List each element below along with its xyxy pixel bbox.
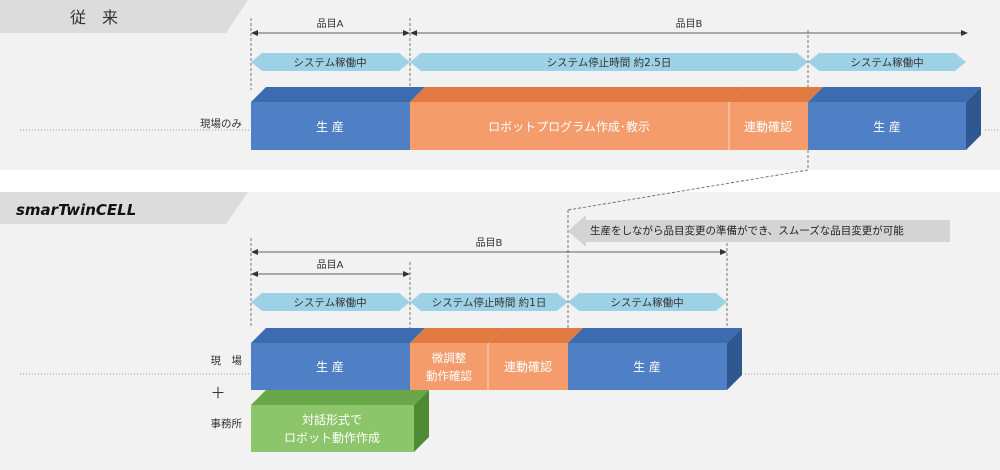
bottom-linkage-label: 連動確認 (504, 359, 552, 374)
top-production-1-label: 生 産 (316, 119, 344, 134)
bottom-phase-running-2-label: システム稼働中 (610, 296, 683, 309)
bottom-section-tab (0, 192, 248, 224)
bottom-span-b-label: 品目B (476, 237, 503, 249)
bottom-production-1-top (251, 328, 425, 343)
bottom-fine-adjust-block (410, 343, 488, 390)
top-row-label: 現場のみ (200, 117, 242, 130)
office-block (251, 405, 414, 452)
bottom-fine-adjust-top (410, 328, 503, 343)
top-programming-block (410, 102, 729, 150)
top-span-a-label: 品目A (317, 18, 344, 30)
bottom-fine-adjust-label-1: 微調整 (432, 351, 467, 365)
top-phase-running-2-label: システム稼働中 (850, 56, 923, 69)
top-production-2-top (808, 87, 981, 102)
bottom-dimension-heads (251, 249, 727, 277)
office-block-side (414, 390, 429, 452)
top-linkage-block (729, 102, 808, 150)
top-production-2-block (808, 102, 966, 150)
top-phase-arrow-stop (410, 53, 808, 71)
bottom-row-label-site: 現 場 (211, 354, 243, 367)
top-programming-top (410, 87, 744, 102)
bottom-section-label: smarTwinCELL (16, 201, 136, 219)
top-phase-arrow-running-2 (808, 53, 966, 71)
bottom-production-1-block (251, 343, 410, 390)
top-phase-running-1-label: システム稼働中 (293, 56, 366, 69)
bottom-fine-adjust-label-2: 動作確認 (426, 369, 472, 383)
bottom-phase-arrow-stop (410, 293, 568, 311)
callout-arrow (568, 215, 950, 247)
top-production-1-block (251, 102, 410, 150)
bottom-production-2-top (568, 328, 742, 343)
office-block-label-2: ロボット動作作成 (284, 431, 380, 445)
plus-sign: ＋ (210, 384, 225, 402)
bottom-linkage-block (488, 343, 568, 390)
top-phase-arrow-running-1 (251, 53, 410, 71)
top-linkage-label: 連動確認 (744, 119, 792, 134)
top-dimension-heads (251, 30, 968, 36)
office-block-label-1: 対話形式で (302, 412, 362, 427)
bottom-phase-running-1-label: システム稼働中 (293, 296, 366, 309)
bottom-phase-arrow-running-1 (251, 293, 410, 311)
bottom-production-2-block (568, 343, 727, 390)
bottom-linkage-top (488, 328, 583, 343)
connector-guides (250, 169, 809, 390)
bottom-row-label-office: 事務所 (211, 417, 243, 430)
bottom-phase-stop-label: システム停止時間 約1日 (432, 296, 547, 309)
bottom-production-2-side (727, 328, 742, 390)
top-span-b-label: 品目B (676, 18, 703, 30)
top-production-2-label: 生 産 (873, 119, 901, 134)
top-section-label: 従 来 (70, 8, 118, 27)
bottom-span-a-label: 品目A (317, 259, 344, 271)
office-block-top (251, 390, 429, 405)
bottom-phase-arrow-running-2 (568, 293, 727, 311)
top-production-2-side (966, 87, 981, 150)
bottom-dimension-lines (253, 251, 725, 275)
top-production-1-top (251, 87, 425, 102)
bottom-production-2-label: 生 産 (633, 359, 661, 374)
top-phase-stop-label: システム停止時間 約2.5日 (547, 56, 672, 69)
top-programming-label: ロボットプログラム作成･教示 (488, 119, 650, 134)
callout-text: 生産をしながら品目変更の準備ができ、スムーズな品目変更が可能 (590, 224, 904, 237)
top-linkage-top (729, 87, 823, 102)
bottom-production-1-label: 生 産 (316, 359, 344, 374)
top-section-tab (0, 0, 248, 33)
